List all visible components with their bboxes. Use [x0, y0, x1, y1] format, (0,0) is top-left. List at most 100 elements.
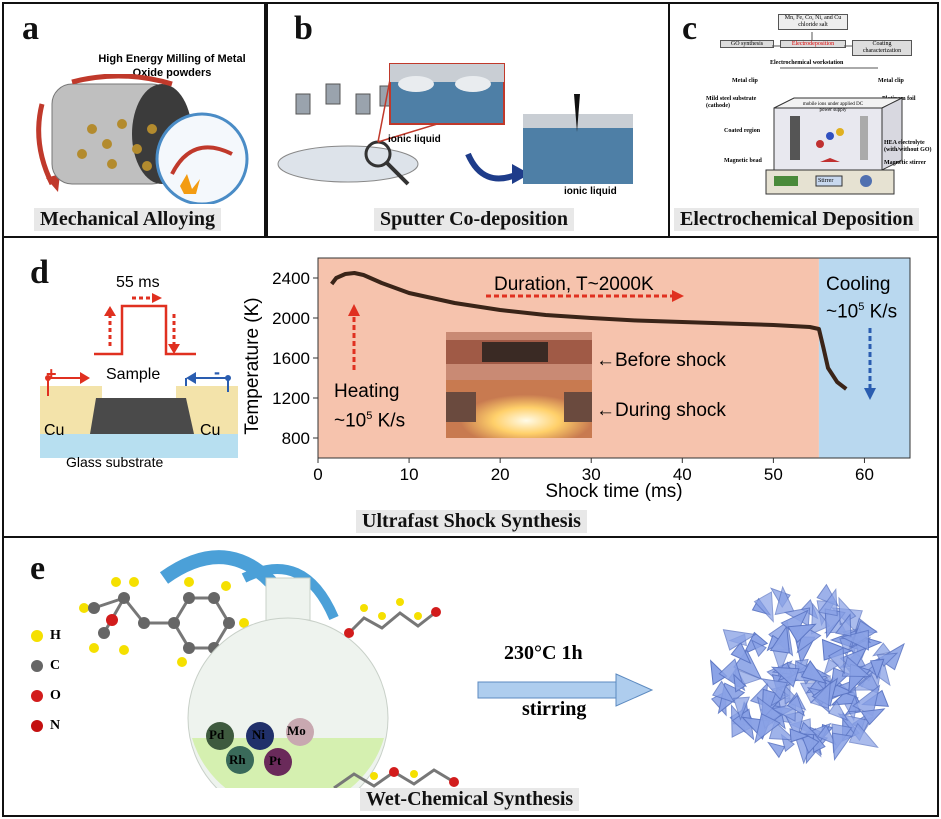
- panel-e-caption: Wet-Chemical Synthesis: [360, 788, 580, 811]
- nanoflower-petal: [811, 602, 831, 635]
- x-tick-label: 10: [400, 465, 419, 484]
- ionic-liquid-label-1: ionic liquid: [388, 134, 441, 145]
- temperature-curve: [330, 271, 848, 391]
- nanoflower-petal: [722, 629, 757, 651]
- cu-left-label: Cu: [44, 422, 65, 439]
- nanoflower-petal: [827, 647, 845, 675]
- nanoflower-petal: [787, 623, 817, 643]
- nanoflower-petal: [709, 659, 728, 686]
- legend-c: C: [50, 658, 61, 673]
- sample-label: Sample: [106, 366, 161, 383]
- heating-rate: ~10: [334, 410, 367, 432]
- cooling-zone: [818, 258, 910, 458]
- nanoflower-petal: [851, 673, 880, 691]
- ionic-liquid-label-2: ionic liquid: [564, 186, 617, 197]
- heating-exponent: 5: [366, 410, 373, 422]
- metal-pd: Pd: [209, 727, 225, 742]
- metal-clip-right: Metal clip: [878, 78, 904, 84]
- coating-char-box: Coating characterization: [852, 40, 912, 56]
- electrodeposition-box: Electrodeposition: [780, 40, 846, 48]
- nanoflower-petal: [780, 609, 809, 636]
- sputter-illustration: [277, 63, 633, 186]
- coated-region-label: Coated region: [724, 128, 761, 134]
- panel-d-caption: Ultrafast Shock Synthesis: [356, 510, 587, 533]
- panel-d: d 55 ms + - Sample Cu Cu Glass substr: [2, 236, 939, 538]
- panel-a: a High Energy Milling of Metal Oxide pow…: [2, 2, 266, 238]
- legend-h: H: [50, 628, 61, 643]
- nanoflower-petal: [770, 703, 797, 722]
- workstation-label: Electrochemical workstation: [770, 60, 844, 66]
- power-supply-label: mobile ions under applied DC power suppl…: [802, 102, 864, 113]
- nanoflower-illustration: [709, 583, 905, 765]
- x-tick-label: 40: [673, 465, 692, 484]
- cooling-unit: K/s: [864, 301, 898, 323]
- reaction-condition: 230°C 1h: [504, 642, 583, 664]
- before-shock-text: Before shock: [615, 350, 726, 371]
- panel-e-label: e: [30, 550, 46, 587]
- nanoflower-petal: [860, 708, 886, 726]
- nanoflower-petal: [770, 666, 800, 688]
- x-tick-label: 50: [764, 465, 783, 484]
- nanoflower-petal: [835, 613, 852, 637]
- nanoflower-petal: [730, 641, 752, 665]
- nanoflower-petal: [800, 660, 828, 685]
- panel-b: b ionic liquid ionic liquid Sputter Co-d…: [266, 2, 670, 238]
- y-axis-label: Temperature (K): [242, 297, 263, 434]
- y-tick-label: 800: [282, 429, 310, 448]
- nanoflower-petal: [733, 673, 747, 693]
- nanoflower-petal: [760, 678, 789, 701]
- magnetic-bead-label: Magnetic bead: [724, 158, 762, 164]
- nanoflower-petal: [809, 681, 831, 710]
- panel-d-label: d: [30, 254, 49, 291]
- nanoflower-petal: [769, 625, 790, 654]
- plus-terminal: +: [46, 364, 57, 384]
- nanoflower-petal: [831, 732, 852, 761]
- nanoflower-petal: [753, 591, 774, 623]
- minus-terminal: -: [214, 362, 220, 382]
- magnetic-stirrer-label: Magnetic stirrer: [884, 160, 927, 166]
- nanoflower-petal: [774, 585, 795, 616]
- go-synthesis-box: GO synthesis: [720, 40, 774, 48]
- wet-chemical-illustration: [31, 550, 459, 788]
- x-tick-label: 60: [855, 465, 874, 484]
- nanoflower-petal: [848, 722, 879, 748]
- nanoflower-petal: [786, 694, 806, 717]
- panel-e: e: [2, 536, 939, 817]
- y-tick-label: 1200: [272, 389, 310, 408]
- panel-a-label: a: [22, 10, 39, 47]
- nanoflower-petal: [818, 587, 838, 617]
- nanoflower-petal: [799, 721, 818, 736]
- legend-o: O: [50, 688, 61, 703]
- cooling-text: Cooling: [826, 274, 891, 295]
- pulse-duration-label: 55 ms: [116, 274, 160, 291]
- duration-label: Duration, T~2000K: [494, 274, 654, 295]
- panel-c: c Mn, Fe, Co, Ni, and Cu chloride salt G…: [668, 2, 939, 238]
- metal-mo: Mo: [287, 723, 306, 738]
- ball-mill-illustration: [36, 74, 249, 204]
- nanoflower-petal: [750, 639, 767, 658]
- reaction-arrow: [477, 673, 654, 707]
- stirring-label: stirring: [522, 698, 587, 720]
- y-tick-label: 1600: [272, 349, 310, 368]
- cooling-label: Cooling ~105 K/s: [826, 274, 897, 323]
- shock-setup-schematic: [40, 293, 238, 458]
- nanoflower-petal: [840, 629, 869, 651]
- cooling-rate: ~10: [826, 301, 859, 323]
- x-tick-label: 20: [491, 465, 510, 484]
- x-tick-label: 30: [582, 465, 601, 484]
- during-shock-text: During shock: [615, 400, 726, 421]
- panel-a-caption: Mechanical Alloying: [34, 208, 221, 231]
- nanoflower-petal: [789, 728, 810, 743]
- nanoflower-petal: [872, 642, 891, 657]
- nanoflower-petal: [732, 696, 751, 721]
- metal-clip-left: Metal clip: [732, 78, 758, 84]
- x-tick-label: 0: [313, 465, 322, 484]
- nanoflower-petal: [852, 684, 881, 717]
- electrochemical-cell: [765, 32, 903, 195]
- heating-arrow: [348, 304, 360, 370]
- x-axis-label: Shock time (ms): [545, 481, 682, 502]
- panel-c-caption: Electrochemical Deposition: [674, 208, 920, 231]
- nanoflower-petal: [767, 741, 786, 759]
- metal-ni: Ni: [252, 727, 265, 742]
- stirrer-button-label: Stirrer: [818, 178, 834, 184]
